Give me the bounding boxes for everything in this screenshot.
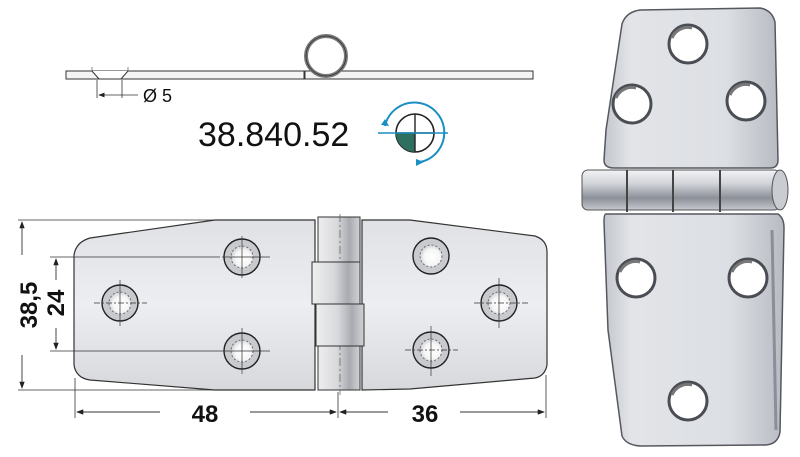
overall-height-label: 38,5: [16, 282, 43, 329]
hinge-front-view: [73, 214, 548, 395]
hole-spacing-label: 24: [43, 289, 70, 316]
mounting-hole: [222, 236, 270, 278]
mounting-hole: [474, 278, 528, 328]
mounting-hole: [405, 326, 458, 376]
hole-diameter-dimension: Ø 5: [96, 80, 172, 106]
mounting-hole: [220, 328, 270, 374]
photo-hole: [611, 83, 653, 125]
hinge-photo: [581, 7, 789, 447]
hole-diameter-label: Ø 5: [143, 86, 172, 106]
rotation-orientation-icon: [378, 101, 448, 166]
left-leaf-width-label: 48: [192, 401, 219, 428]
photo-hole: [727, 257, 769, 299]
photo-hole: [615, 257, 657, 299]
mounting-hole: [412, 237, 450, 275]
side-profile-view: Ø 5: [65, 34, 534, 106]
mounting-hole: [94, 280, 147, 326]
product-code: 38.840.52: [198, 116, 349, 154]
photo-hole: [667, 380, 709, 422]
right-leaf-width-label: 36: [412, 401, 439, 428]
photo-hole: [725, 80, 767, 122]
dimension-lines: 38,5 24 48 36: [16, 219, 547, 428]
photo-hole: [667, 23, 709, 65]
